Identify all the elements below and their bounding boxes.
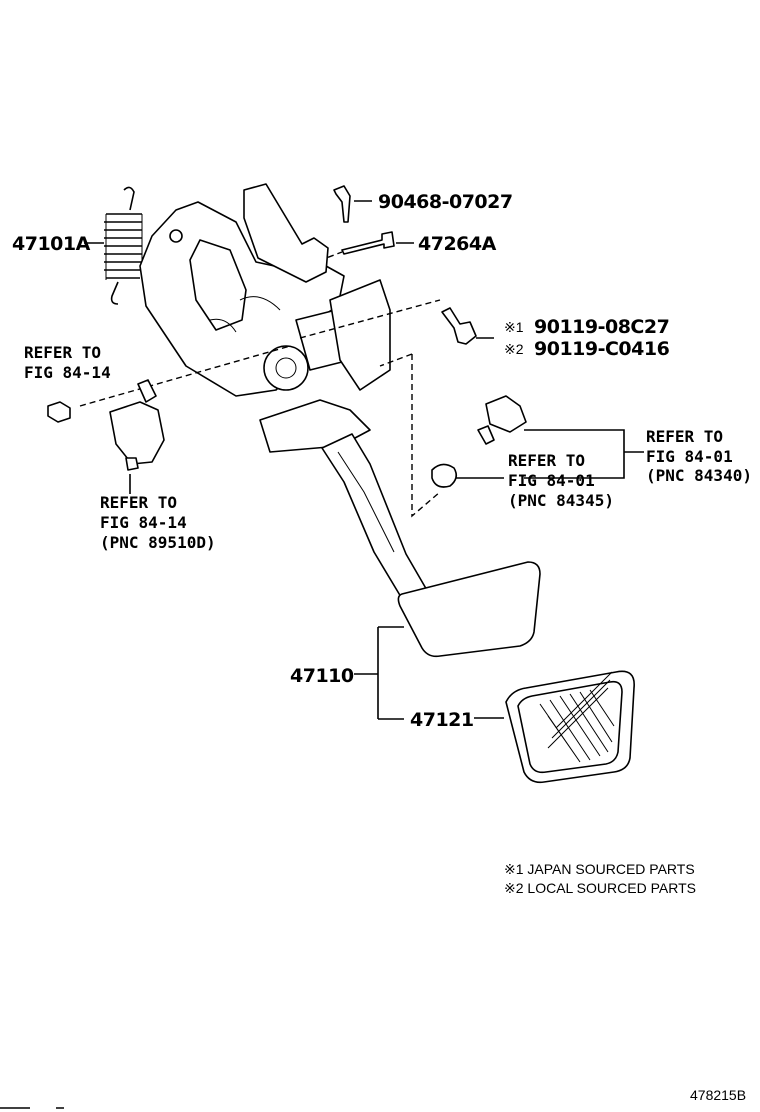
callout-47110: 47110 bbox=[290, 665, 354, 687]
note-japan-sourced: ※1 JAPAN SOURCED PARTS bbox=[504, 861, 695, 877]
callout-90119-08C27: 90119-08C27 bbox=[534, 316, 669, 338]
bolt-illustration bbox=[299, 299, 494, 345]
mark-2: ※2 bbox=[504, 341, 524, 357]
ref-line-2: FIG 84-14 bbox=[24, 363, 111, 382]
pedal-bracket-illustration bbox=[79, 183, 391, 453]
ref-line-1: REFER TO bbox=[508, 451, 585, 470]
pedal-cover-illustration bbox=[474, 670, 635, 784]
callout-47101A: 47101A bbox=[12, 233, 91, 255]
callout-47121: 47121 bbox=[410, 709, 474, 731]
note-local-sourced: ※2 LOCAL SOURCED PARTS bbox=[504, 880, 696, 896]
figure-id: 478215B bbox=[690, 1087, 746, 1103]
callout-47264A: 47264A bbox=[418, 233, 497, 255]
pedal-pad-illustration bbox=[354, 561, 541, 720]
callout-90119-C0416: 90119-C0416 bbox=[534, 338, 670, 360]
stop-lamp-switch-illustration bbox=[379, 353, 644, 518]
ref-line-2: FIG 84-01 bbox=[646, 447, 733, 466]
ref-line-1: REFER TO bbox=[100, 493, 177, 512]
ref-line-2: FIG 84-01 bbox=[508, 471, 595, 490]
mark-1: ※1 bbox=[504, 319, 524, 335]
reference-fig-84-14-sensor: REFER TO FIG 84-14 (PNC 89510D) bbox=[100, 493, 216, 552]
callout-90468-07027: 90468-07027 bbox=[378, 191, 513, 213]
ref-line-3: (PNC 84340) bbox=[646, 466, 752, 485]
clip-illustration bbox=[333, 185, 372, 223]
reference-fig-84-14-bolt: REFER TO FIG 84-14 bbox=[24, 343, 111, 382]
reference-fig-84-01-switch: REFER TO FIG 84-01 (PNC 84340) bbox=[646, 427, 752, 485]
ref-line-1: REFER TO bbox=[646, 427, 723, 446]
return-spring-illustration bbox=[84, 186, 143, 305]
stop-lamp-sensor-illustration bbox=[47, 379, 165, 494]
reference-fig-84-01-nut: REFER TO FIG 84-01 (PNC 84345) bbox=[508, 451, 614, 510]
ref-line-3: (PNC 84345) bbox=[508, 491, 614, 510]
ref-line-3: (PNC 89510D) bbox=[100, 533, 216, 552]
ref-line-2: FIG 84-14 bbox=[100, 513, 187, 532]
ref-line-1: REFER TO bbox=[24, 343, 101, 362]
